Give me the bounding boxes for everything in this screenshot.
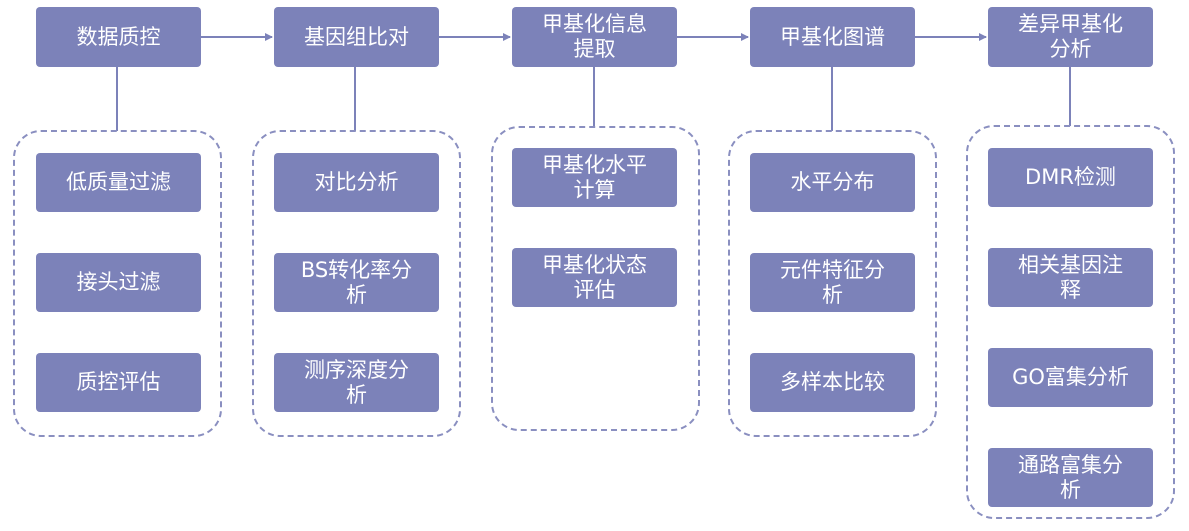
stage-align-label: 基因组比对 (304, 24, 409, 49)
align-steps-group (252, 130, 461, 437)
step-methylation-level: 甲基化水平计算 (512, 148, 677, 207)
stage-map-label: 甲基化图谱 (780, 24, 885, 49)
diff-steps-group (966, 125, 1175, 519)
step-label: 测序深度分析 (304, 357, 409, 407)
step-label: 甲基化状态评估 (542, 252, 647, 302)
step-multi-sample: 多样本比较 (750, 353, 915, 412)
stage-extract: 甲基化信息提取 (512, 7, 677, 67)
stage-diff-label: 差异甲基化分析 (1018, 12, 1123, 61)
extract-steps-group (491, 126, 700, 431)
stage-diff: 差异甲基化分析 (988, 7, 1153, 67)
step-go-enrichment: GO富集分析 (988, 348, 1153, 407)
step-bs-conversion: BS转化率分析 (274, 253, 439, 312)
step-label: DMR检测 (1025, 165, 1116, 189)
step-label: 甲基化水平计算 (542, 152, 647, 202)
qc-steps-group (13, 130, 222, 437)
step-pathway-enrichment: 通路富集分析 (988, 448, 1153, 507)
step-label: 通路富集分析 (1018, 452, 1123, 502)
stage-extract-label: 甲基化信息提取 (542, 12, 647, 61)
step-methylation-state: 甲基化状态评估 (512, 248, 677, 307)
stage-qc-label: 数据质控 (76, 24, 161, 49)
step-label: 多样本比较 (780, 370, 885, 394)
stage-qc: 数据质控 (36, 7, 201, 67)
step-label: 接头过滤 (76, 270, 161, 294)
step-element-features: 元件特征分析 (750, 253, 915, 312)
stage-map: 甲基化图谱 (750, 7, 915, 67)
step-label: 元件特征分析 (780, 257, 885, 307)
step-dmr-detection: DMR检测 (988, 148, 1153, 207)
step-label: 水平分布 (790, 170, 875, 194)
step-label: 质控评估 (76, 370, 161, 394)
step-label: BS转化率分析 (300, 257, 413, 307)
step-label: 低质量过滤 (66, 170, 171, 194)
step-label: GO富集分析 (1012, 365, 1129, 389)
map-steps-group (728, 130, 937, 437)
step-qc-eval: 质控评估 (36, 353, 201, 412)
step-label: 对比分析 (314, 170, 399, 194)
step-low-quality-filter: 低质量过滤 (36, 153, 201, 212)
step-gene-annotation: 相关基因注释 (988, 248, 1153, 307)
step-comparison-analysis: 对比分析 (274, 153, 439, 212)
step-adapter-filter: 接头过滤 (36, 253, 201, 312)
step-label: 相关基因注释 (1018, 252, 1123, 302)
step-level-distribution: 水平分布 (750, 153, 915, 212)
stage-align: 基因组比对 (274, 7, 439, 67)
step-depth-analysis: 测序深度分析 (274, 353, 439, 412)
